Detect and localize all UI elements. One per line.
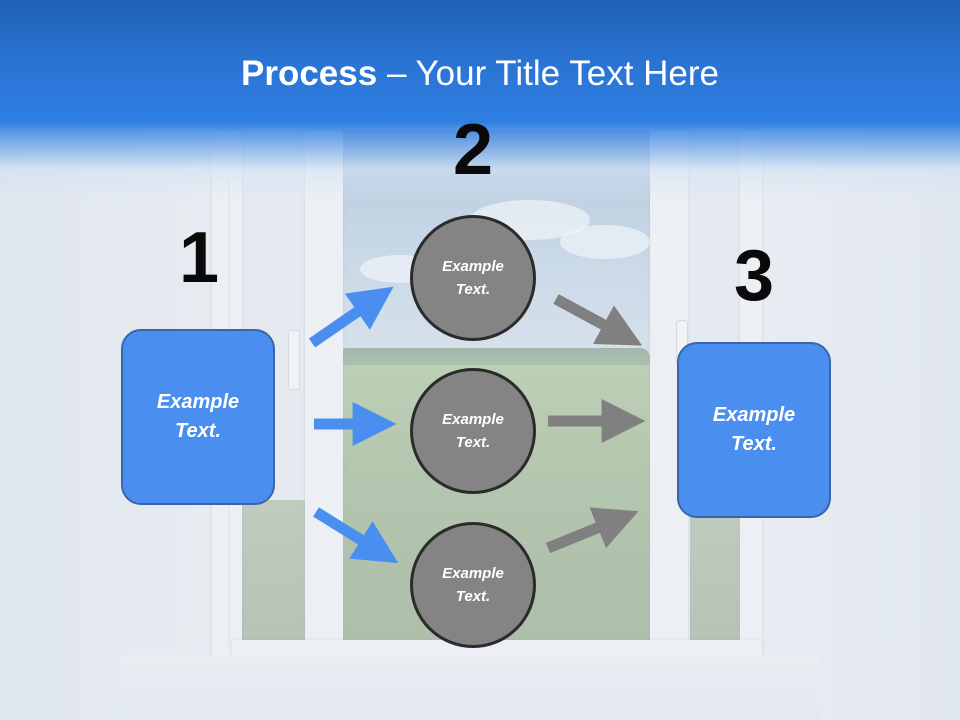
treeline <box>340 348 650 370</box>
step-1-label: Example Text. <box>156 391 240 442</box>
arrow-blue-up <box>308 286 394 348</box>
step-number-3: 3 <box>733 236 775 316</box>
circle-bottom-label: Example Text. <box>442 565 504 605</box>
circle-top-label: Example Text. <box>442 258 504 298</box>
cloud <box>560 225 650 259</box>
step-1-box: Example Text. <box>121 329 275 505</box>
step-number-1: 1 <box>178 218 220 298</box>
window-bottom-rail <box>232 640 762 658</box>
arrow-gray-down <box>553 294 643 346</box>
step-number-2: 2 <box>452 110 494 190</box>
window-handle-left <box>288 330 300 390</box>
green-field-right <box>690 500 745 650</box>
title-rest: – Your Title Text Here <box>377 54 719 93</box>
window-sill <box>120 655 820 720</box>
title-band <box>0 0 960 200</box>
arrow-blue-down <box>313 507 399 564</box>
circle-middle-label: Example Text. <box>442 411 504 451</box>
window-mullion-left <box>305 130 343 690</box>
step-3-label: Example Text. <box>712 404 796 455</box>
arrow-gray-up <box>545 507 639 554</box>
title-bold: Process <box>241 54 378 93</box>
slide-title: Process – Your Title Text Here <box>0 52 960 96</box>
step-2-circle-middle: Example Text. <box>410 368 536 494</box>
step-2-circle-bottom: Example Text. <box>410 522 536 648</box>
step-2-circle-top: Example Text. <box>410 215 536 341</box>
step-3-box: Example Text. <box>677 342 831 518</box>
